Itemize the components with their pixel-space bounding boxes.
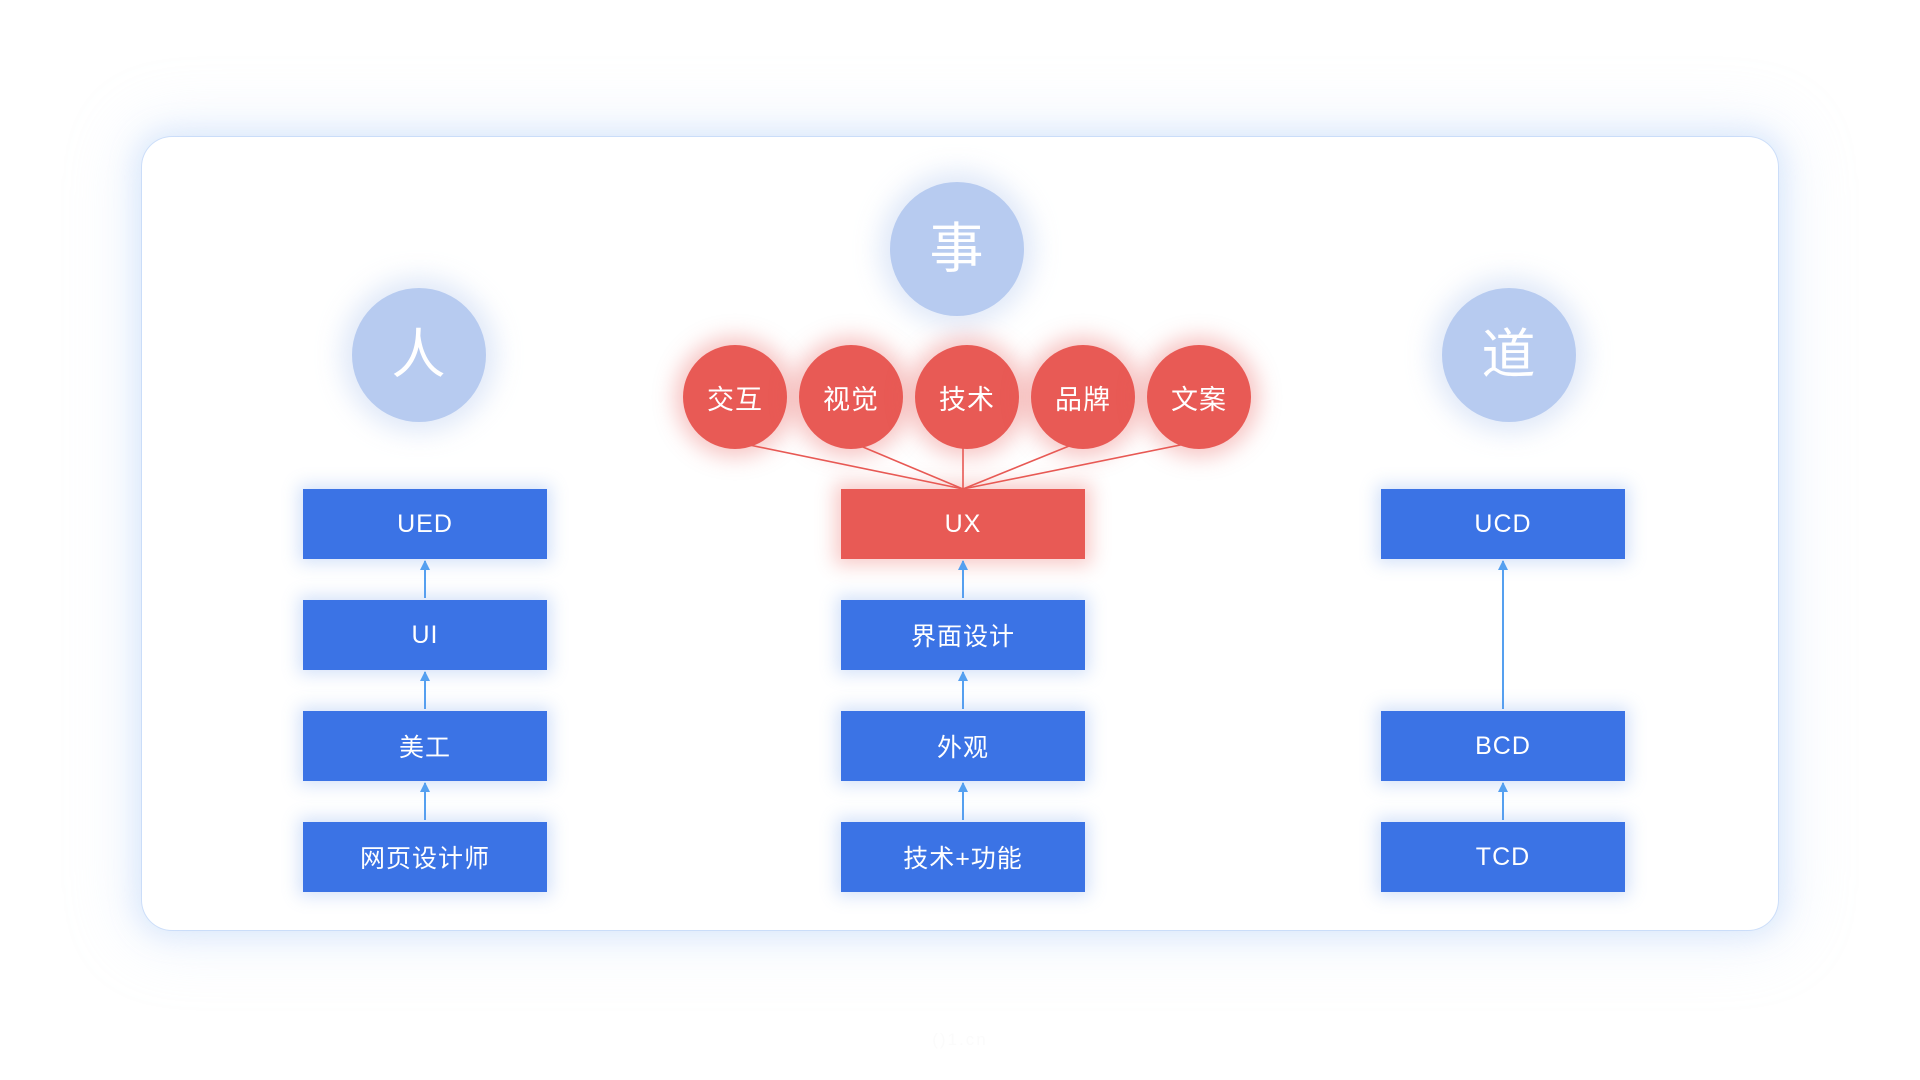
node-meigong: 美工 [303, 711, 547, 781]
node-web-designer: 网页设计师 [303, 822, 547, 892]
category-label-ren: 人 [391, 325, 447, 385]
facet-circle-row: 交互 视觉 技术 品牌 文案 [683, 345, 1251, 449]
node-tech-function: 技术+功能 [841, 822, 1085, 892]
arrow-up-icon [958, 560, 968, 598]
arrow-up-icon [958, 782, 968, 820]
category-circle-ren: 人 [352, 288, 486, 422]
category-circle-shi: 事 [890, 182, 1024, 316]
node-tcd: TCD [1381, 822, 1625, 892]
node-ui: UI [303, 600, 547, 670]
facet-circle-copywriting: 文案 [1147, 345, 1251, 449]
node-ucd: UCD [1381, 489, 1625, 559]
node-bcd: BCD [1381, 711, 1625, 781]
node-ued: UED [303, 489, 547, 559]
arrow-up-icon [420, 671, 430, 709]
facet-circle-technology: 技术 [915, 345, 1019, 449]
arrow-up-icon [1498, 782, 1508, 820]
facet-circle-visual: 视觉 [799, 345, 903, 449]
node-ux: UX [841, 489, 1085, 559]
category-label-dao: 道 [1481, 325, 1537, 385]
arrow-up-icon [1498, 560, 1508, 709]
category-label-shi: 事 [929, 219, 985, 279]
facet-circle-interaction: 交互 [683, 345, 787, 449]
arrow-up-icon [420, 560, 430, 598]
node-interface-design: 界面设计 [841, 600, 1085, 670]
arrow-up-icon [420, 782, 430, 820]
arrow-up-icon [958, 671, 968, 709]
watermark: ()1.cn [932, 1030, 988, 1049]
facet-circle-brand: 品牌 [1031, 345, 1135, 449]
category-circle-dao: 道 [1442, 288, 1576, 422]
node-appearance: 外观 [841, 711, 1085, 781]
